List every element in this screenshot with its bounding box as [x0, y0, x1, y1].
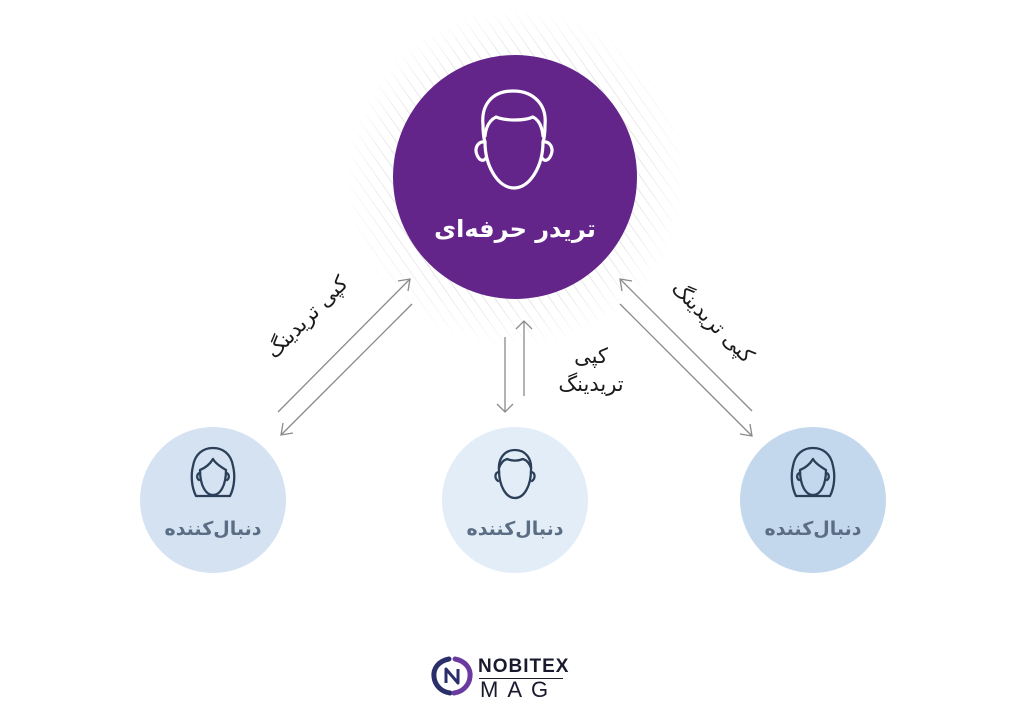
man-icon [494, 448, 536, 500]
woman-icon [790, 446, 836, 498]
pro-trader-label: تریدر حرفه‌ای [434, 215, 596, 243]
middle-arrows [496, 320, 533, 413]
brand-subtitle: MAG [480, 677, 558, 702]
follower-circle-middle [442, 427, 588, 573]
man-icon [474, 89, 554, 190]
edge-label-middle: کپی تریدینگ [548, 342, 634, 398]
follower-label-right: دنبال‌کننده [764, 518, 862, 540]
follower-label-middle: دنبال‌کننده [466, 518, 564, 540]
left-arrows [277, 278, 413, 436]
follower-label-left: دنبال‌کننده [164, 518, 262, 540]
brand-divider [479, 678, 563, 679]
follower-circle-right [740, 427, 886, 573]
edge-label-middle-line2: تریدینگ [558, 372, 624, 396]
brand-name: NOBITEX [478, 656, 570, 677]
pro-trader-circle [393, 55, 637, 299]
right-arrows [619, 278, 753, 437]
follower-circle-left [140, 427, 286, 573]
woman-icon [190, 446, 236, 498]
nobitex-logo-icon [431, 656, 473, 696]
edge-label-middle-line1: کپی [574, 344, 608, 368]
